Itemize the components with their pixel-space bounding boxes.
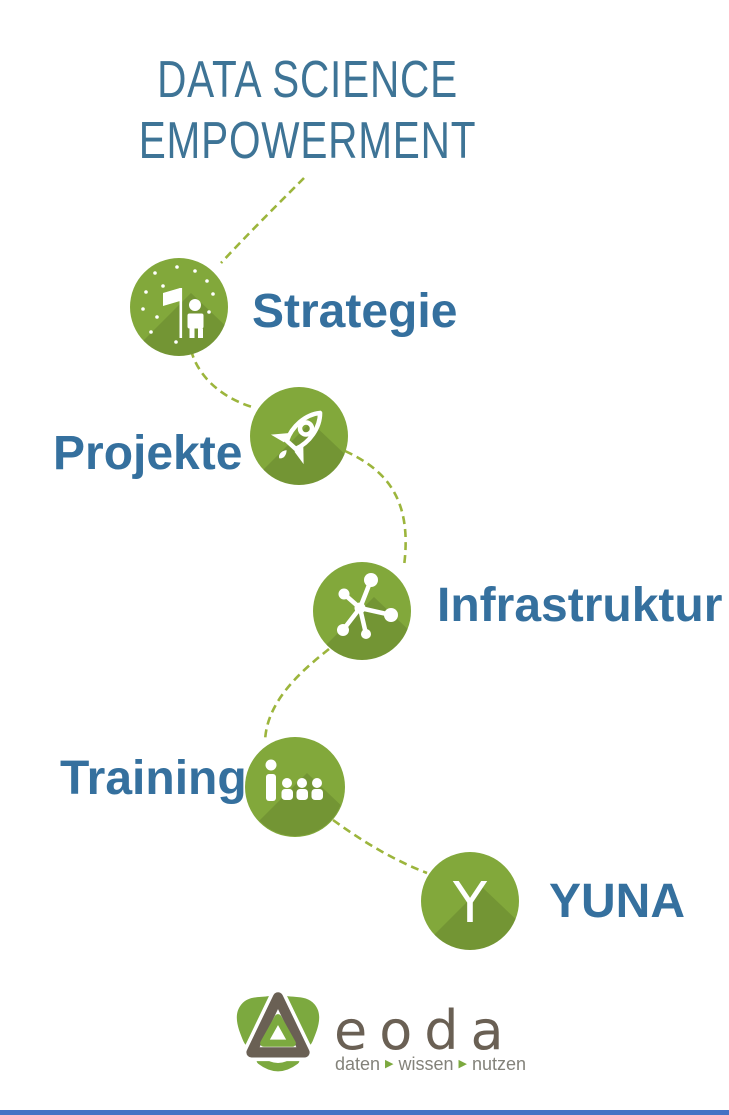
tagline-word-nutzen: nutzen	[472, 1054, 527, 1074]
tagline-word-wissen: wissen	[398, 1054, 454, 1074]
label-infrastruktur: Infrastruktur	[437, 579, 723, 632]
flag	[163, 288, 180, 306]
yuna-circle	[421, 852, 519, 950]
label-training: Training	[60, 752, 247, 805]
person-leg	[189, 328, 195, 338]
logo-inner-triangle	[260, 1014, 296, 1047]
node-projekte	[250, 387, 348, 485]
rocket-icon	[270, 410, 323, 465]
eoda-tagline: daten ▶ wissen ▶ nutzen	[335, 1054, 526, 1074]
node-training	[245, 737, 345, 837]
long-shadow	[143, 293, 228, 356]
label-yuna: YUNA	[549, 875, 686, 928]
title-line-2: EMPOWERMENT	[138, 112, 477, 170]
title-line-1: DATA SCIENCE	[157, 51, 458, 109]
node-infrastruktur	[313, 562, 411, 660]
eoda-wordmark: eoda	[334, 999, 516, 1062]
network-hub-icon	[337, 573, 398, 639]
flag-person-stars-icon	[141, 265, 215, 344]
long-shadow	[326, 597, 411, 660]
node-yuna: Y	[421, 852, 519, 950]
long-shadow	[434, 887, 519, 950]
tagline-word-daten: daten	[335, 1054, 381, 1074]
person-head	[189, 299, 201, 311]
eoda-logo-icon	[236, 988, 320, 1072]
label-strategie: Strategie	[252, 285, 458, 338]
node-strategie	[130, 258, 228, 356]
path-segment-2	[189, 349, 253, 409]
person-leg	[198, 328, 203, 338]
footer-accent-bar	[0, 1110, 729, 1115]
letter-y-icon: Y	[452, 871, 488, 936]
dashed-connector-path	[189, 177, 428, 875]
page-title: DATA SCIENCE EMPOWERMENT	[23, 50, 592, 172]
logo-chevron	[256, 1056, 300, 1072]
path-segment-5	[332, 818, 428, 875]
path-segment-1	[220, 177, 305, 264]
path-segment-4	[263, 647, 330, 743]
info-i-stem	[266, 774, 276, 801]
long-shadow	[259, 773, 344, 836]
stars	[141, 265, 215, 344]
path-segment-3	[344, 449, 407, 567]
info-i-dot	[265, 759, 277, 771]
tagline-arrow-icon: ▶	[458, 1058, 468, 1070]
flag-pole	[179, 288, 183, 338]
label-projekte: Projekte	[53, 427, 243, 480]
strategie-circle	[130, 258, 228, 356]
person-body	[187, 313, 204, 329]
projekte-circle	[250, 387, 348, 485]
tagline-arrow-icon: ▶	[385, 1058, 394, 1070]
trainer-audience-icon	[265, 759, 323, 801]
